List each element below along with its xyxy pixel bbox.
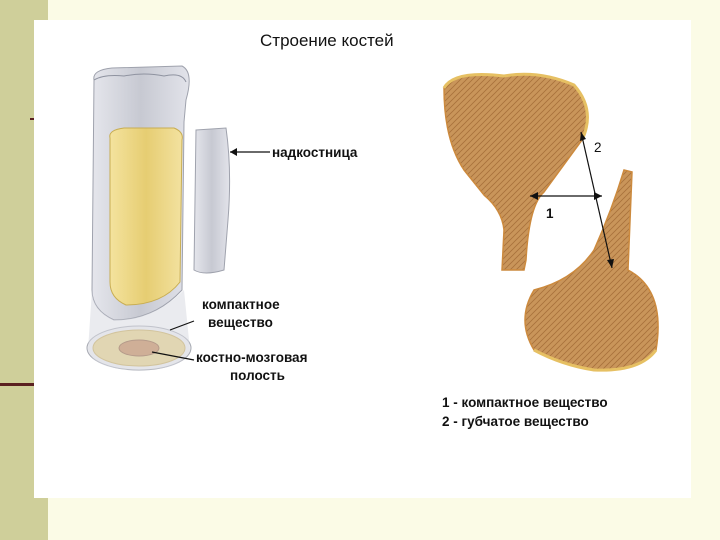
- label-compact-line2: вещество: [208, 315, 273, 331]
- slide-panel: Строение костей: [34, 20, 691, 498]
- label-periosteum: надкостница: [272, 145, 357, 161]
- legend-item-1: 1 - компактное вещество: [442, 395, 608, 411]
- label-marrow-line1: костно-мозговая: [196, 350, 307, 366]
- bone-illustrations: [34, 20, 691, 498]
- label-compact-line1: компактное: [202, 297, 280, 313]
- marker-1: 1: [546, 206, 554, 222]
- legend-item-2: 2 - губчатое вещество: [442, 414, 589, 430]
- marker-2: 2: [594, 140, 602, 156]
- label-marrow-line2: полость: [230, 368, 285, 384]
- decor-line: [0, 383, 36, 386]
- femur-section-diagram: [444, 74, 658, 370]
